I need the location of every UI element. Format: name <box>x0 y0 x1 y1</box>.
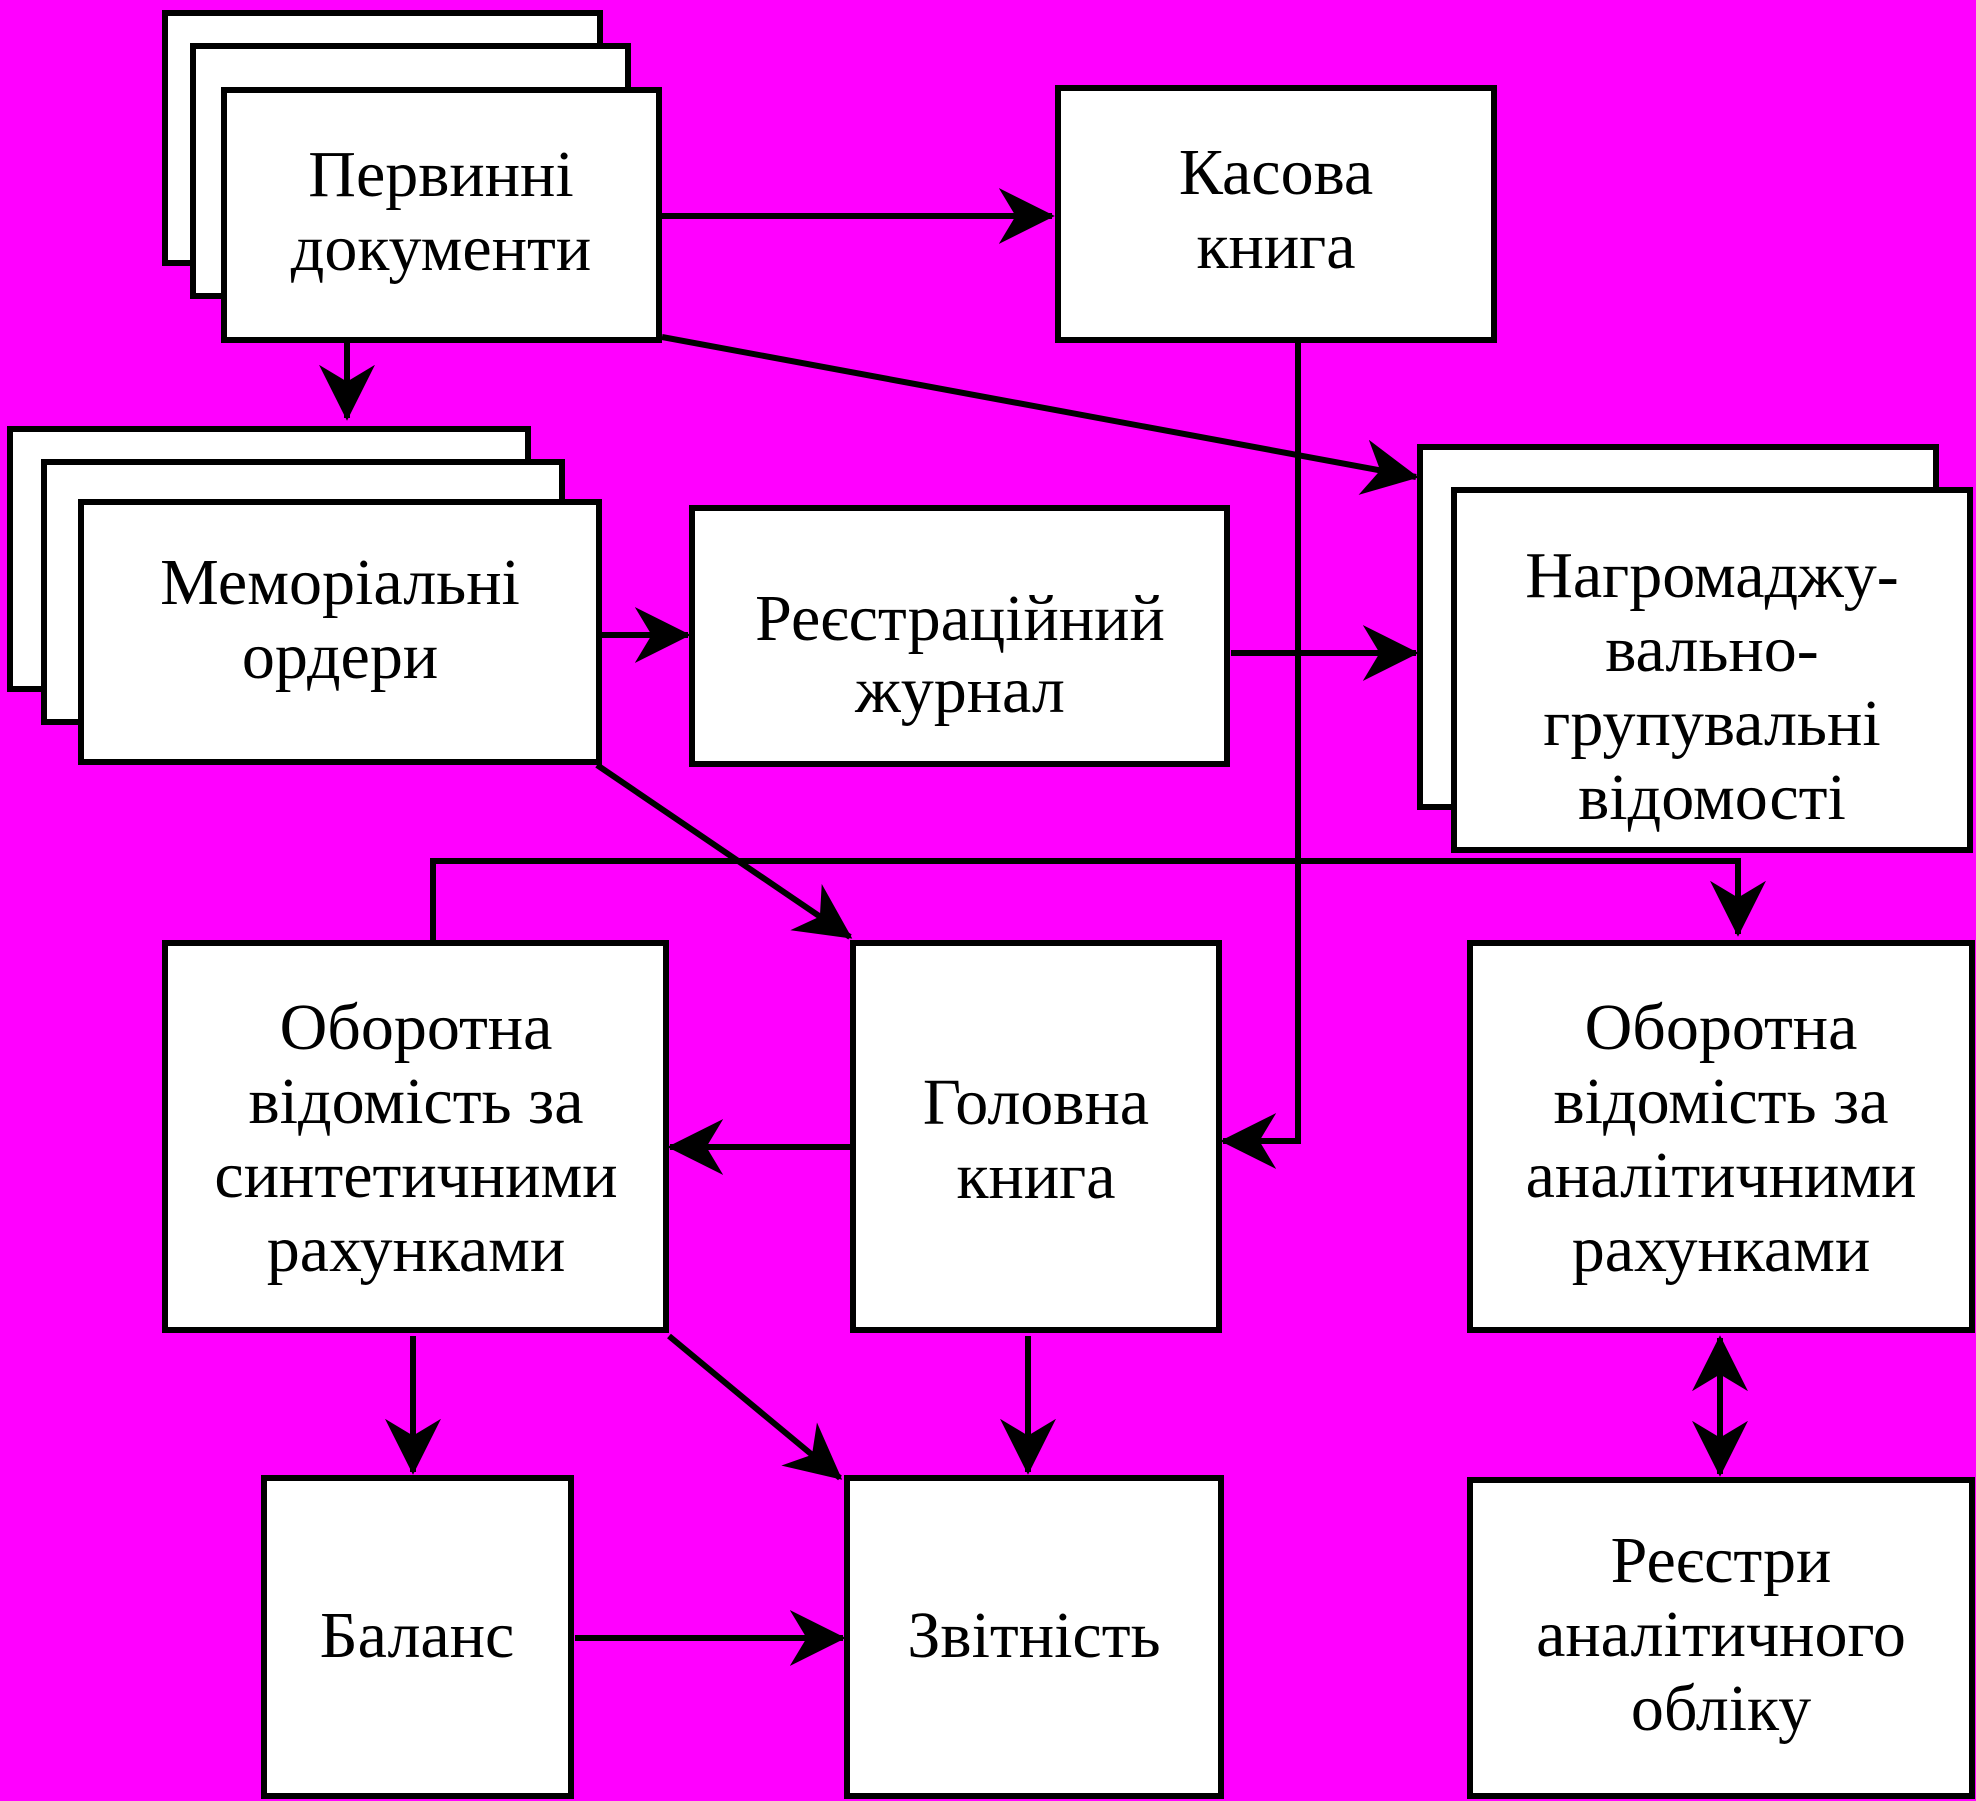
general-ledger-box <box>850 940 1222 1333</box>
analytic-registers-box <box>1467 1477 1975 1799</box>
node-registration-journal: Реєстраційний журнал <box>689 505 1230 767</box>
nodes: Первинні документи Касова книга Меморіал… <box>7 10 1975 1799</box>
cash-book-label-line-1: Касова <box>1179 136 1373 209</box>
accumulation-grouping-label-line-4: відомості <box>1578 761 1846 834</box>
node-general-ledger: Головна книга <box>850 940 1222 1333</box>
node-accumulation-grouping-statements: Нагромаджу- вально- групувальні відомост… <box>1417 444 1973 853</box>
primary-documents-box <box>221 87 662 343</box>
cash-book-box <box>1055 85 1497 343</box>
analytic-registers-label-line-1: Реєстри <box>1611 1524 1832 1597</box>
node-synthetic-turnover-statement: Оборотна відомість за синтетичними рахун… <box>162 940 669 1333</box>
registration-journal-box <box>689 505 1230 767</box>
memorial-orders-label-line-1: Меморіальні <box>160 546 520 619</box>
accumulation-grouping-label-line-3: групувальні <box>1543 687 1880 760</box>
memorial-orders-label-line-2: ордери <box>242 620 438 693</box>
edges <box>319 188 1766 1666</box>
node-reporting: Звітність <box>844 1475 1224 1799</box>
analytic-turnover-label-line-3: аналітичними <box>1526 1139 1917 1212</box>
node-balance: Баланс <box>261 1475 574 1799</box>
reporting-box <box>844 1475 1224 1799</box>
analytic-registers-label-line-3: обліку <box>1631 1672 1811 1745</box>
accumulation-grouping-label-line-1: Нагромаджу- <box>1525 539 1899 612</box>
edge-memorial-to-general-ledger <box>595 762 853 940</box>
node-analytic-turnover-statement: Оборотна відомість за аналітичними рахун… <box>1467 940 1975 1333</box>
node-analytic-registers: Реєстри аналітичного обліку <box>1467 1477 1975 1799</box>
accumulation-grouping-label-line-2: вально- <box>1605 613 1819 686</box>
synthetic-turnover-label-line-1: Оборотна <box>280 991 553 1064</box>
balance-label: Баланс <box>320 1599 515 1672</box>
analytic-turnover-label-line-2: відомість за <box>1553 1065 1888 1138</box>
cash-book-label-line-2: книга <box>1196 210 1355 283</box>
edge-primary-to-accumulation <box>661 334 1419 495</box>
analytic-turnover-box <box>1467 940 1975 1333</box>
edge-synthetic-to-reporting <box>667 1333 843 1481</box>
accumulation-grouping-box <box>1451 487 1973 853</box>
reporting-label: Звітність <box>907 1599 1160 1672</box>
primary-documents-label-line-2: документи <box>291 212 591 285</box>
synthetic-turnover-box <box>162 940 669 1333</box>
node-primary-documents: Первинні документи <box>162 10 662 343</box>
synthetic-turnover-label-line-2: відомість за <box>248 1065 583 1138</box>
edge-cash-book-to-general-ledger <box>1220 340 1301 1169</box>
analytic-turnover-label-line-4: рахунками <box>1572 1213 1871 1286</box>
balance-box <box>261 1475 574 1799</box>
node-memorial-orders: Меморіальні ордери <box>7 426 602 765</box>
registration-journal-label-line-2: журнал <box>854 654 1065 727</box>
primary-documents-label-line-1: Первинні <box>308 138 573 211</box>
memorial-orders-box <box>78 499 602 765</box>
general-ledger-label-line-1: Головна <box>923 1066 1149 1139</box>
analytic-registers-label-line-2: аналітичного <box>1536 1598 1906 1671</box>
node-cash-book: Касова книга <box>1055 85 1497 343</box>
registration-journal-label-line-1: Реєстраційний <box>755 582 1165 655</box>
analytic-turnover-label-line-1: Оборотна <box>1585 991 1858 1064</box>
edge-synthetic-to-analytic-turnover <box>430 858 1766 940</box>
synthetic-turnover-label-line-4: рахунками <box>267 1213 566 1286</box>
synthetic-turnover-label-line-3: синтетичними <box>214 1139 617 1212</box>
general-ledger-label-line-2: книга <box>956 1140 1115 1213</box>
